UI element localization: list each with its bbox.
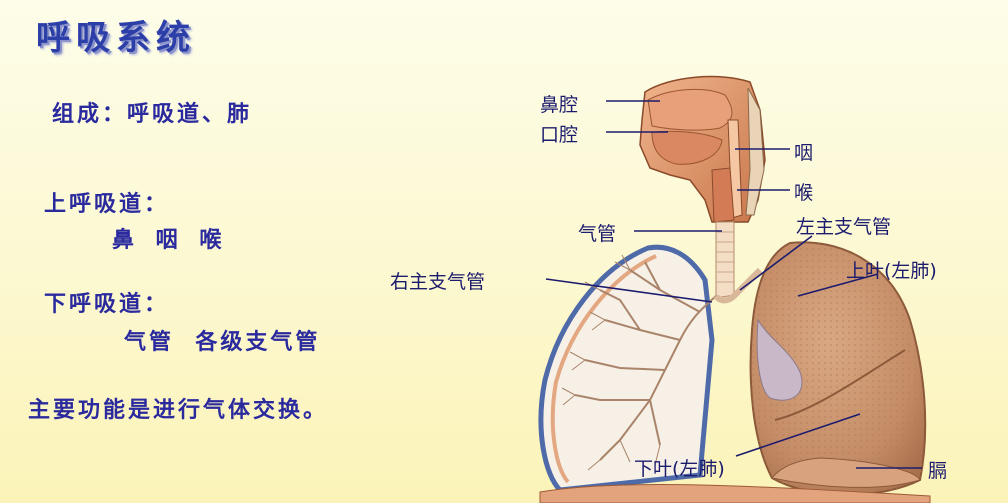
trachea-shape <box>716 222 734 298</box>
label-left-main-bronchus: 左主支气管 <box>796 212 891 239</box>
label-trachea: 气管 <box>578 219 616 246</box>
label-diaphragm: 膈 <box>928 456 947 483</box>
label-nasal-cavity: 鼻腔 <box>540 90 578 117</box>
label-pharynx: 咽 <box>794 138 813 165</box>
label-upper-lobe: 上叶(左肺) <box>846 256 937 283</box>
label-lower-lobe: 下叶(左肺) <box>634 454 725 481</box>
label-larynx: 喉 <box>794 178 813 205</box>
label-right-main-bronchus: 右主支气管 <box>390 267 485 294</box>
label-oral-cavity: 口腔 <box>540 120 578 147</box>
